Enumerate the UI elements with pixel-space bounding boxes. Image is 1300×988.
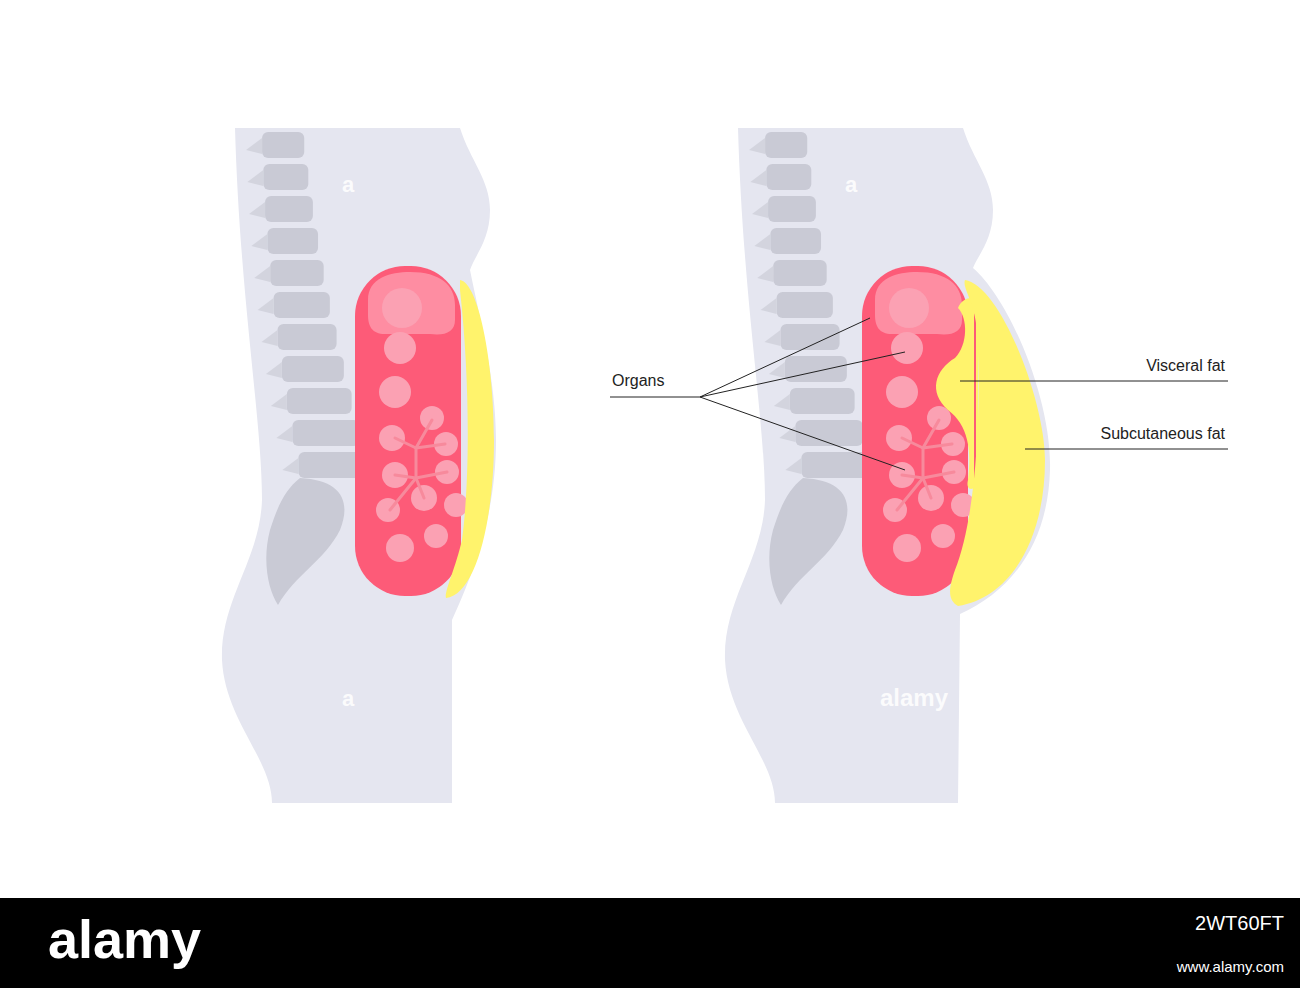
spinous-process xyxy=(749,138,765,154)
vertebra xyxy=(263,164,308,190)
vertebra xyxy=(801,452,871,478)
watermark: a xyxy=(845,172,857,197)
vertebra xyxy=(795,420,863,446)
spinous-process xyxy=(761,298,777,314)
spinous-process xyxy=(276,426,292,442)
spinous-process xyxy=(764,330,780,346)
spinous-process xyxy=(254,266,270,282)
spinous-process xyxy=(282,458,298,474)
vertebra xyxy=(292,420,360,446)
vertebra xyxy=(770,228,821,254)
vertebra xyxy=(785,356,847,382)
vertebra xyxy=(790,388,855,414)
vertebra xyxy=(274,292,330,318)
body-silhouette xyxy=(725,128,1050,803)
spinous-process xyxy=(271,394,287,410)
spinous-process xyxy=(258,298,274,314)
vertebra xyxy=(765,132,807,158)
watermark: a xyxy=(342,172,354,197)
spinous-process xyxy=(249,202,265,218)
organs xyxy=(355,266,468,596)
image-id: 2WT60FT xyxy=(1195,912,1284,935)
footer-bar xyxy=(0,898,1300,988)
spinous-process xyxy=(757,266,773,282)
spine xyxy=(246,132,369,605)
vertebra xyxy=(766,164,811,190)
spine xyxy=(749,132,872,605)
body-silhouette xyxy=(222,128,496,803)
part-label: Subcutaneous fat xyxy=(1100,425,1225,443)
part-label: Organs xyxy=(612,372,664,390)
vertebra xyxy=(282,356,344,382)
spinous-process xyxy=(774,394,790,410)
spinous-process xyxy=(752,202,768,218)
vertebra xyxy=(777,292,833,318)
vertebra xyxy=(768,196,816,222)
subcutaneous-fat xyxy=(446,280,494,598)
spinous-process xyxy=(785,458,801,474)
visceral-fat xyxy=(936,298,978,489)
vertebra xyxy=(262,132,304,158)
spinous-process xyxy=(754,234,770,250)
spinous-process xyxy=(261,330,277,346)
spinous-process xyxy=(247,170,263,186)
watermark: alamy xyxy=(880,684,948,712)
sacrum xyxy=(266,478,344,605)
vertebra xyxy=(270,260,323,286)
spinous-process xyxy=(251,234,267,250)
watermark: a xyxy=(342,686,354,711)
part-label: Visceral fat xyxy=(1146,357,1225,375)
spinous-process xyxy=(266,362,282,378)
vertebra xyxy=(267,228,318,254)
organs xyxy=(862,266,975,596)
spinous-process xyxy=(750,170,766,186)
vertebra xyxy=(287,388,352,414)
vertebra xyxy=(277,324,336,350)
leader-lines xyxy=(610,318,1228,470)
site-url: www.alamy.com xyxy=(1177,958,1284,975)
vertebra xyxy=(773,260,826,286)
spinous-process xyxy=(246,138,262,154)
subcutaneous-fat xyxy=(950,280,1045,606)
vertebra xyxy=(265,196,313,222)
brand-logo: alamy xyxy=(48,908,201,970)
sacrum xyxy=(769,478,847,605)
